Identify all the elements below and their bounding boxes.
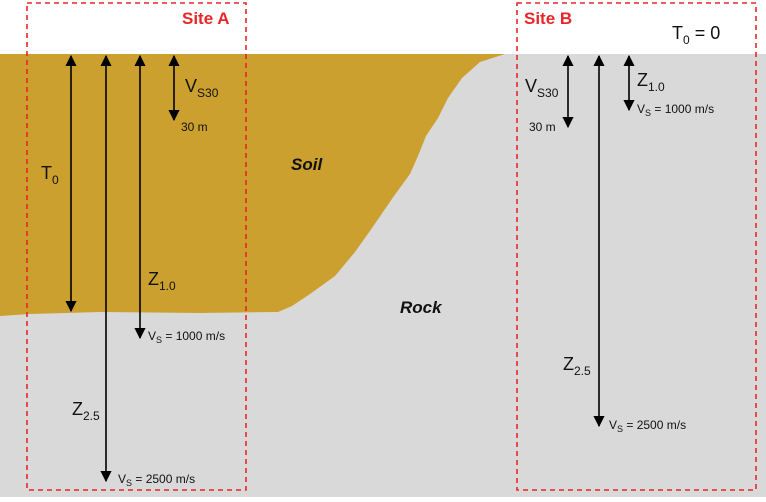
site-a-z25-label: Z2.5 [72,399,100,423]
site-a-vs30-sub: S30 [197,86,219,100]
site-a-z25-main: Z [72,399,83,419]
site-a-vs2500-sub: S [126,478,132,488]
soil-label: Soil [291,155,323,174]
site-b-vs2500-sub: S [617,424,623,434]
site-b-vs1000-sub: S [645,108,651,118]
site-b-z10-main: Z [637,70,648,90]
site-a-vs1000-main: V [148,329,156,343]
site-b-t0-rest: = 0 [690,23,721,43]
site-a-t0-label: T0 [41,163,59,187]
site-a-t0-main: T [41,163,52,183]
site-a-z10-main: Z [148,269,159,289]
site-a-vs2500-rest: = 2500 m/s [132,472,195,486]
site-a-t0-sub: 0 [52,173,59,187]
site-b-vs1000-main: V [637,102,645,116]
site-b-title: Site B [524,9,572,28]
site-b-vs1000-rest: = 1000 m/s [651,102,714,116]
site-b-outline [516,2,757,491]
site-a-vs1000-label: VS = 1000 m/s [148,329,225,345]
site-b-vs2500-main: V [609,418,617,432]
site-b-vs30-sub: S30 [537,86,559,100]
site-b-z10-sub: 1.0 [648,80,665,94]
site-a-vs30-main: V [185,76,197,96]
site-b-t0-sub: 0 [683,33,690,47]
site-b-z25-main: Z [563,354,574,374]
site-a-z10-label: Z1.0 [148,269,176,293]
site-b-vs30-label: VS30 [525,76,559,100]
soil-layer [0,54,505,316]
site-a-vs2500-main: V [118,472,126,486]
site-a-vs1000-rest: = 1000 m/s [162,329,225,343]
site-a-vs2500-label: VS = 2500 m/s [118,472,195,488]
site-b-vs1000-label: VS = 1000 m/s [637,102,714,118]
site-a-title: Site A [182,9,230,28]
site-a-z10-sub: 1.0 [159,279,176,293]
rock-label: Rock [400,298,443,317]
site-a-vs30-depth: 30 m [181,120,208,134]
site-a-z25-sub: 2.5 [83,409,100,423]
site-b-vs2500-rest: = 2500 m/s [623,418,686,432]
site-b-t0-main: T [672,23,683,43]
site-a-vs30-label: VS30 [185,76,219,100]
site-a-vs1000-sub: S [156,335,162,345]
site-b-z10-label: Z1.0 [637,70,665,94]
site-b-z25-sub: 2.5 [574,364,591,378]
site-b-z25-label: Z2.5 [563,354,591,378]
site-b-t0-equals-label: T0 = 0 [672,23,720,47]
site-a-outline [26,2,247,491]
site-b-vs2500-label: VS = 2500 m/s [609,418,686,434]
site-b-vs30-depth: 30 m [529,120,556,134]
site-b-vs30-main: V [525,76,537,96]
